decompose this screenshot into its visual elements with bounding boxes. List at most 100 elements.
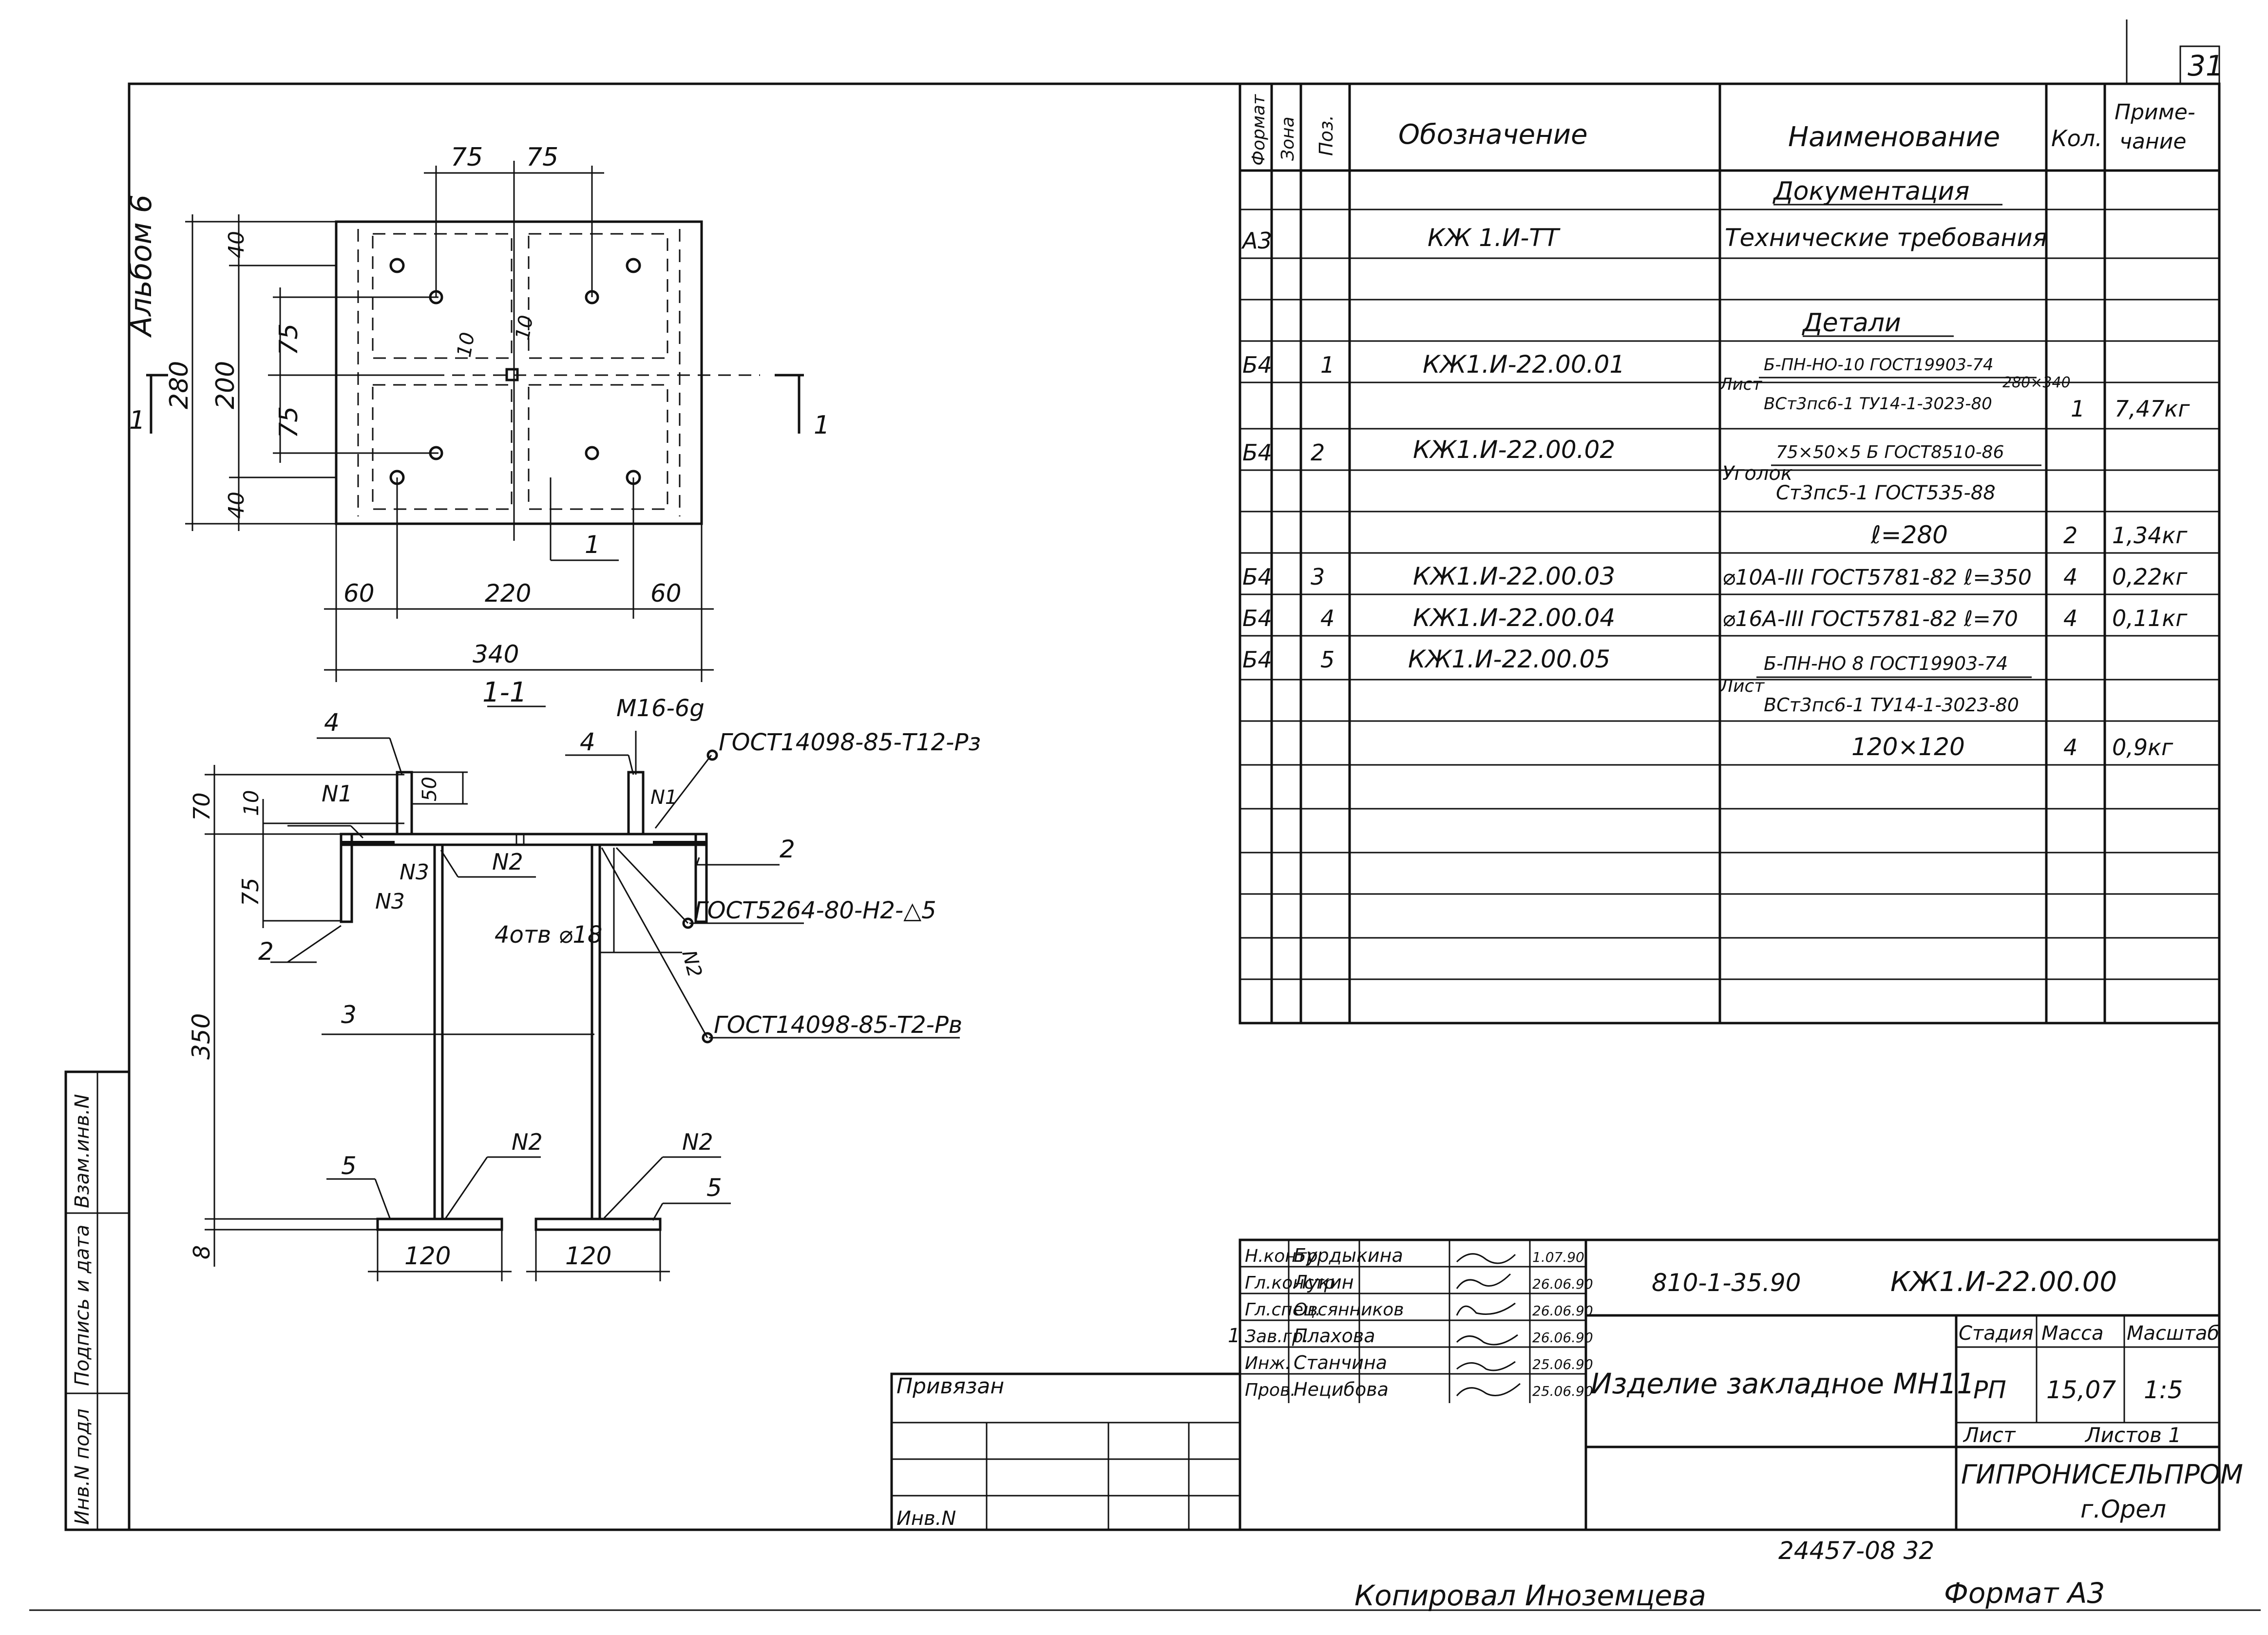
section-dim-350: 350 — [187, 1013, 215, 1060]
spec-r4-designation: КЖ1.И-22.00.04 — [1413, 604, 1615, 632]
tb-doc-code: КЖ1.И-22.00.00 — [1890, 1266, 2117, 1298]
spec-r3-pos: 3 — [1311, 564, 1325, 590]
plan-callout-1: 1 — [585, 531, 600, 559]
spec-header-qty: Кол. — [2051, 125, 2102, 152]
section-view — [205, 705, 960, 1281]
left-strip-podpis: Подпись и дата — [71, 1225, 94, 1386]
album-label: Альбом 6 — [124, 194, 158, 338]
plan-dim-10-a: 10 — [453, 331, 479, 359]
section-pos-3: 3 — [341, 1001, 357, 1029]
plan-dim-200: 200 — [211, 361, 240, 409]
section-n3-a: N3 — [400, 860, 429, 885]
spec-r5-note: 0,9кг — [2112, 734, 2173, 760]
tb-date-4: 26.06.90 — [1532, 1330, 1593, 1346]
spec-r2-format: Б4 — [1242, 439, 1272, 466]
spec-header-pos: Поз. — [1315, 115, 1337, 156]
tb-name-5: Станчина — [1294, 1352, 1387, 1373]
tb-name-4: Плахова — [1294, 1325, 1375, 1347]
spec-r5-qty: 4 — [2063, 734, 2077, 760]
spec-r5-name-3: ВСт3пс6-1 ТУ14-1-3023-80 — [1764, 694, 2019, 716]
tb-stage: РП — [1973, 1376, 2006, 1404]
spec-r2-name-3: Ст3пс5-1 ГОСТ535-88 — [1776, 482, 1996, 504]
tb-date-2: 26.06.90 — [1532, 1276, 1593, 1292]
spec-r1-size: 280×340 — [2002, 374, 2071, 391]
section-mark-left: 1 — [129, 406, 145, 435]
tb-name-6: Нецибова — [1294, 1379, 1389, 1400]
section-n2-b: N2 — [512, 1129, 543, 1155]
plan-dim-280: 280 — [165, 361, 194, 409]
tb-scale-label: Масштаб — [2127, 1322, 2219, 1345]
spec-r1-format: Б4 — [1242, 352, 1272, 378]
left-strip-inv: Инв.N подл — [71, 1408, 94, 1525]
spec-r2-designation: КЖ1.И-22.00.02 — [1413, 436, 1615, 464]
page-number: 31 — [2188, 49, 2224, 82]
spec-r3-designation: КЖ1.И-22.00.03 — [1413, 562, 1615, 590]
section-pos-5b: 5 — [706, 1174, 722, 1202]
spec-r4-note: 0,11кг — [2112, 605, 2188, 631]
plan-view — [146, 161, 804, 682]
tb-mass-label: Масса — [2041, 1322, 2104, 1345]
spec-doc-name: Технические требования — [1725, 224, 2047, 252]
spec-r2-len: ℓ=280 — [1870, 521, 1948, 549]
tb-mass: 15,07 — [2046, 1376, 2116, 1404]
spec-r1-pos: 1 — [1320, 352, 1334, 378]
spec-section-docs: Документация — [1772, 177, 1969, 206]
spec-r1-designation: КЖ1.И-22.00.01 — [1423, 350, 1625, 379]
spec-r5-pos: 5 — [1320, 646, 1334, 673]
plan-dim-60-right: 60 — [650, 579, 682, 608]
format-label: Формат А3 — [1944, 1577, 2105, 1610]
spec-r3-format: Б4 — [1242, 564, 1272, 590]
left-strip — [64, 1070, 131, 1531]
section-holes: 4отв ⌀18 — [495, 921, 602, 949]
privyazan-label: Привязан — [896, 1374, 1004, 1399]
spec-r1-qty: 1 — [2071, 396, 2085, 422]
spec-r5-format: Б4 — [1242, 646, 1272, 673]
spec-r2-name-2: Уголок — [1722, 462, 1792, 485]
tb-date-6: 25.06.90 — [1532, 1383, 1593, 1399]
spec-doc-designation: КЖ 1.И-ТТ — [1428, 224, 1561, 252]
spec-doc-format: А3 — [1241, 228, 1272, 254]
spec-header-note-1: Приме- — [2115, 100, 2195, 125]
tb-name-1: Бурдыкина — [1294, 1245, 1403, 1266]
spec-r2-qty: 2 — [2063, 522, 2077, 549]
plan-dim-60-left: 60 — [343, 579, 375, 608]
tb-role-6: Пров. — [1245, 1380, 1296, 1400]
section-dim-120a: 120 — [404, 1242, 451, 1270]
tb-rev-mark: 1 — [1228, 1325, 1240, 1347]
spec-section-parts: Детали — [1802, 308, 1901, 338]
spec-r2-pos: 2 — [1311, 439, 1325, 466]
tb-project: 810-1-35.90 — [1652, 1269, 1801, 1297]
tb-date-3: 26.06.90 — [1532, 1303, 1593, 1319]
plan-dim-10-b: 10 — [512, 314, 538, 342]
tb-sheet-label: Лист — [1963, 1423, 2016, 1447]
spec-header-zone: Зона — [1278, 116, 1298, 161]
plan-dim-340: 340 — [473, 640, 519, 668]
title-block-grid — [890, 1238, 2221, 1531]
section-n1: N1 — [322, 780, 353, 807]
tb-role-2: Гл.констр — [1245, 1273, 1335, 1293]
plan-dim-40-top: 40 — [224, 231, 249, 258]
section-pos-4a: 4 — [324, 708, 340, 737]
section-weld-3: ГОСТ14098-85-Т2-Рв — [714, 1011, 962, 1039]
section-n3-b: N3 — [375, 889, 405, 914]
inv-n-label: Инв.N — [896, 1507, 956, 1530]
spec-table-grid — [1239, 82, 2221, 1025]
spec-r1-note: 7,47кг — [2115, 396, 2190, 422]
spec-r1-name-2: Лист — [1719, 375, 1762, 394]
section-n2-c: N2 — [682, 1129, 713, 1155]
spec-header-format: Формат — [1249, 94, 1269, 166]
left-strip-vzam: Взам.инв.N — [71, 1094, 94, 1208]
plan-dim-75-right: 75 — [526, 143, 558, 172]
section-weld-1: ГОСТ14098-85-Т12-Рз — [719, 729, 981, 756]
spec-r2-note: 1,34кг — [2112, 522, 2188, 549]
spec-r1-name-3: ВСт3пс6-1 ТУ14-1-3023-80 — [1764, 394, 1992, 414]
spec-r3-note: 0,22кг — [2112, 564, 2188, 590]
section-dim-10: 10 — [239, 790, 263, 816]
copied-by: Копировал Иноземцева — [1354, 1579, 1706, 1612]
spec-r4-name: ⌀16А-III ГОСТ5781-82 ℓ=70 — [1722, 607, 2018, 631]
tb-org: ГИПРОНИСЕЛЬПРОМ — [1961, 1459, 2243, 1490]
tb-title: Изделие закладное МН11 — [1591, 1367, 1975, 1400]
tb-date-1: 1.07.90 — [1532, 1249, 1584, 1265]
tb-city: г.Орел — [2080, 1495, 2166, 1523]
tb-role-3: Гл.спец. — [1245, 1300, 1321, 1320]
